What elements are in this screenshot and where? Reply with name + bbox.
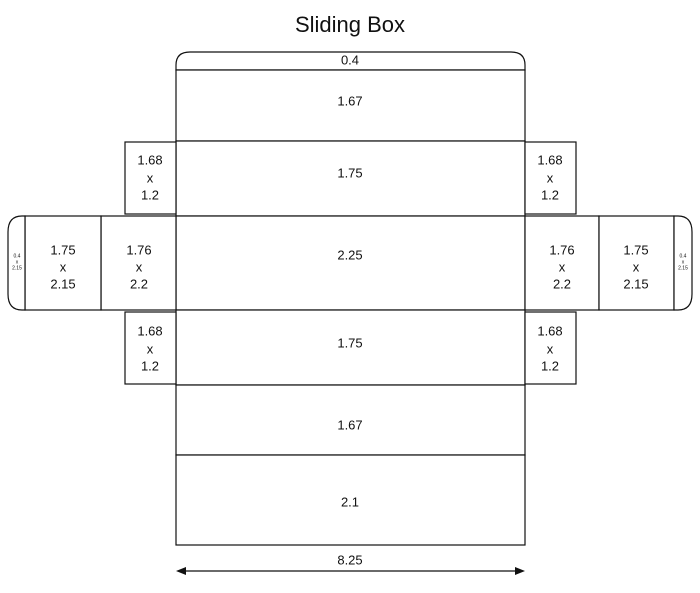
panel-4-label: 1.75 <box>337 335 362 350</box>
side-flap-lower-left <box>124 311 177 385</box>
side-flap-lower-right <box>524 311 577 385</box>
arrowhead-left-icon <box>176 567 186 575</box>
arrowhead-right-icon <box>515 567 525 575</box>
side-flap-lower-left-l1: 1.68 <box>137 323 162 338</box>
end-tab-left <box>7 215 26 311</box>
end-tab-right-l1: 0.4 <box>680 253 687 259</box>
side-panel-right-inner-l2: x <box>559 259 566 274</box>
panel-5-label: 1.67 <box>337 417 362 432</box>
side-flap-upper-left-l2: x <box>147 170 154 185</box>
side-panel-right-inner-l3: 2.2 <box>553 276 571 291</box>
side-flap-lower-left-l3: 1.2 <box>141 358 159 373</box>
side-flap-lower-right-l3: 1.2 <box>541 358 559 373</box>
end-tab-left-l3: 2.15 <box>12 265 22 271</box>
end-tab-right-l2: x <box>682 259 685 265</box>
side-flap-upper-left-l1: 1.68 <box>137 152 162 167</box>
width-dimension-label: 8.25 <box>337 552 362 567</box>
side-panel-right-outer <box>598 215 675 311</box>
end-tab-left-l2: x <box>16 259 19 265</box>
side-panel-right-outer-l2: x <box>633 259 640 274</box>
side-flap-lower-right-l1: 1.68 <box>537 323 562 338</box>
side-panel-right-outer-l3: 2.15 <box>623 276 648 291</box>
panel-6 <box>175 454 526 546</box>
side-panel-left-outer-l1: 1.75 <box>50 242 75 257</box>
side-panel-left-outer-l2: x <box>60 259 67 274</box>
side-panel-left-inner-l3: 2.2 <box>130 276 148 291</box>
panel-2-label: 1.75 <box>337 165 362 180</box>
side-panel-left-inner-l2: x <box>136 259 143 274</box>
panel-1 <box>175 69 526 142</box>
side-flap-upper-right-l2: x <box>547 170 554 185</box>
end-tab-left-l1: 0.4 <box>14 253 21 259</box>
panel-3 <box>175 215 526 311</box>
panel-1-label: 1.67 <box>337 93 362 108</box>
side-panel-right-inner-l1: 1.76 <box>549 242 574 257</box>
side-panel-left-outer-l3: 2.15 <box>50 276 75 291</box>
side-flap-upper-right-l3: 1.2 <box>541 187 559 202</box>
side-panel-left-inner-l1: 1.76 <box>126 242 151 257</box>
side-panel-right-outer-l1: 1.75 <box>623 242 648 257</box>
side-panel-left-inner <box>100 215 177 311</box>
side-flap-upper-left-l3: 1.2 <box>141 187 159 202</box>
panel-6-label: 2.1 <box>341 494 359 509</box>
top-flap <box>175 51 526 71</box>
side-flap-upper-right <box>524 141 577 215</box>
top-flap-label: 0.4 <box>341 52 359 67</box>
side-panel-left-outer <box>24 215 102 311</box>
diagram-title: Sliding Box <box>294 12 406 37</box>
side-flap-lower-right-l2: x <box>547 341 554 356</box>
side-flap-upper-left <box>124 141 177 215</box>
side-flap-lower-left-l2: x <box>147 341 154 356</box>
end-tab-right <box>673 215 693 311</box>
panel-3-label: 2.25 <box>337 247 362 262</box>
end-tab-right-l3: 2.15 <box>678 265 688 271</box>
side-flap-upper-right-l1: 1.68 <box>537 152 562 167</box>
